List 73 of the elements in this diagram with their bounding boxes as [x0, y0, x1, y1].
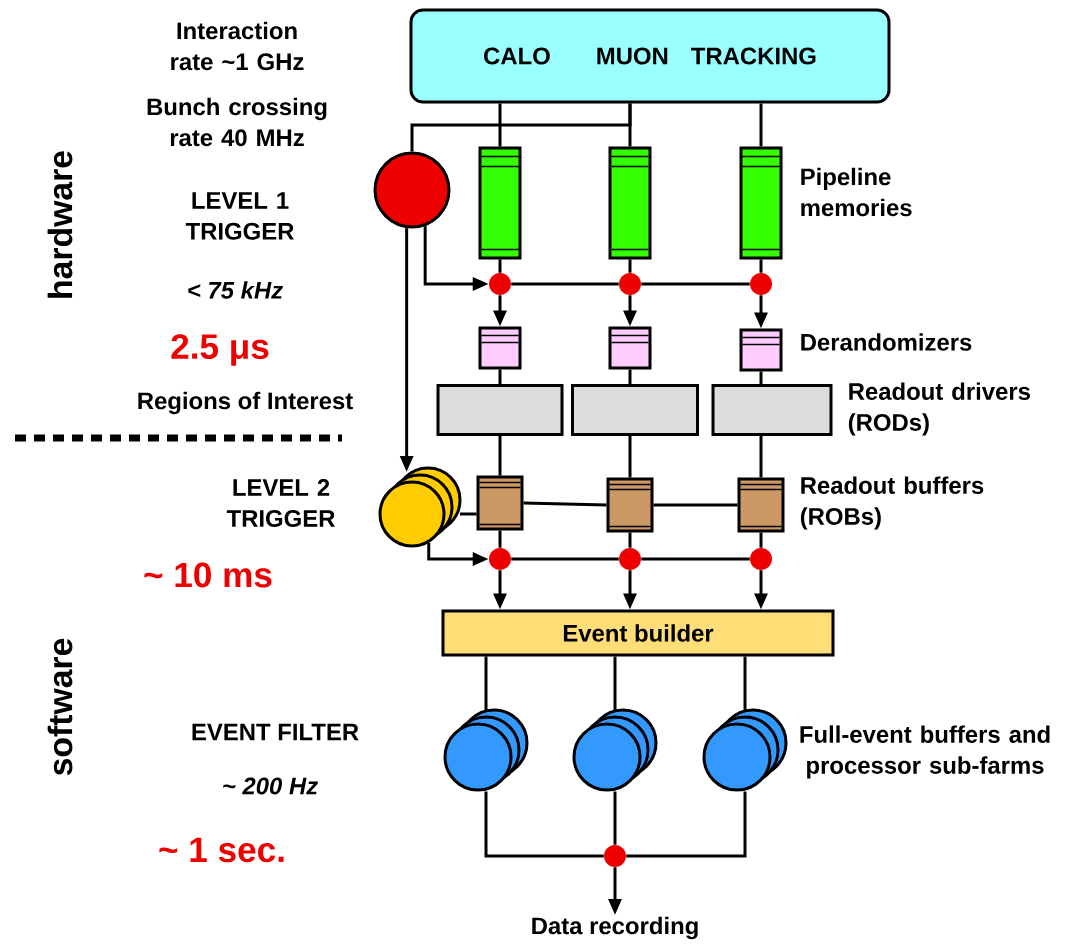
junction-dot [750, 273, 772, 295]
connector [641, 557, 750, 561]
junction-dot [750, 548, 772, 570]
note-text: Pipeline memories [801, 167, 912, 217]
latency-text: ~ 1 sec. [159, 837, 284, 863]
connector [484, 791, 604, 858]
connector [759, 436, 763, 478]
connector [498, 530, 502, 548]
pipeline-memory [478, 146, 522, 260]
processor-stack [702, 708, 788, 792]
derandomizer-box [608, 326, 652, 370]
latency-text: ~ 10 ms [144, 562, 272, 588]
section-label: software [47, 638, 73, 776]
junction-dot [489, 548, 511, 570]
connector [460, 512, 477, 516]
connector [511, 282, 619, 286]
derandomizer-box [739, 328, 783, 372]
stage-title: LEVEL 1 TRIGGER [185, 192, 294, 240]
rate-text: ~ 200 Hz [223, 777, 318, 795]
connector [523, 501, 607, 507]
readout-buffer-box [476, 475, 524, 531]
connector [628, 436, 632, 478]
detector-box: CALO MUON TRACKING [409, 8, 891, 104]
connector [410, 103, 632, 152]
processor-stack [443, 708, 529, 792]
trigger-circle [373, 151, 451, 229]
connector [641, 282, 750, 286]
connector [759, 371, 763, 384]
event-builder-box: Event builder [441, 609, 835, 657]
connector [759, 103, 763, 147]
readout-buffer-box [606, 477, 654, 533]
stage-title: LEVEL 2 TRIGGER [226, 479, 335, 527]
readout-buffer-box [737, 477, 785, 533]
connector [498, 259, 502, 273]
note-text: Regions of Interest [138, 391, 353, 415]
derandomizer-box [478, 326, 522, 370]
note-text: Full-event buffers and processor sub-farms [800, 725, 1050, 779]
connector [743, 656, 747, 711]
section-label: hardware [47, 151, 73, 298]
connector [626, 791, 747, 858]
latency-text: 2.5 μs [171, 334, 269, 366]
junction-dot [619, 273, 641, 295]
readout-driver-box [711, 384, 833, 436]
connector [484, 656, 488, 711]
output-label: Data recording [532, 916, 698, 940]
note-text: Interaction rate ~1 GHz [171, 21, 304, 71]
note-text: Bunch crossing rate 40 MHz [147, 97, 327, 147]
trigger-processor-stack [378, 466, 462, 548]
connector [628, 369, 632, 384]
pipeline-memory [739, 146, 783, 260]
note-text: Readout buffers (ROBs) [800, 476, 984, 530]
rate-text: < 75 kHz [188, 281, 283, 299]
readout-driver-box [571, 384, 699, 436]
readout-driver-box [436, 384, 564, 436]
connector [498, 436, 502, 476]
connector [613, 656, 617, 711]
note-text: Readout drivers (RODs) [848, 382, 1030, 436]
connector [498, 369, 502, 384]
pipeline-memory [608, 146, 652, 260]
connector [759, 532, 763, 548]
note-text: Derandomizers [801, 333, 972, 351]
connector [628, 532, 632, 548]
processor-stack [572, 708, 658, 792]
connector [498, 103, 502, 147]
connector [759, 259, 763, 273]
connector [628, 259, 632, 273]
connector [613, 791, 617, 845]
junction-dot [489, 273, 511, 295]
connector [653, 503, 738, 507]
junction-dot [604, 845, 626, 867]
junction-dot [619, 548, 641, 570]
stage-title: EVENT FILTER [192, 723, 359, 741]
connector [511, 557, 619, 561]
